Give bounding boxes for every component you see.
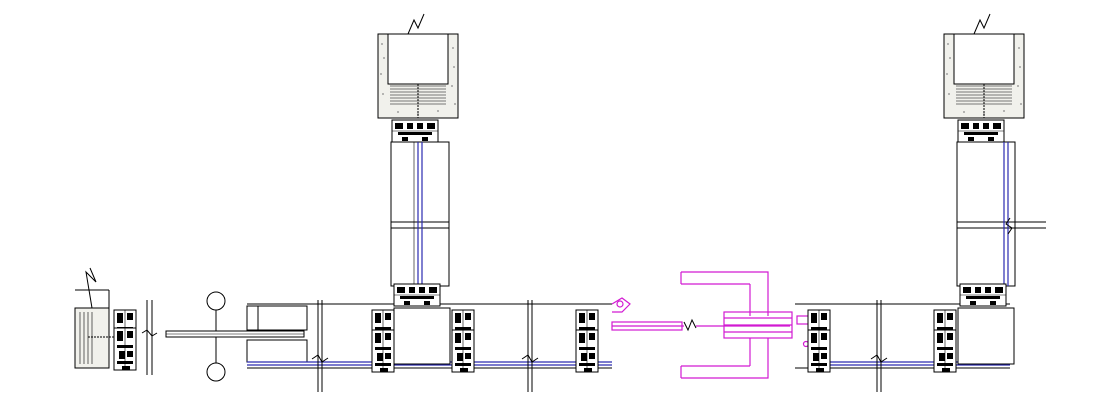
door-handle-hardware	[611, 271, 812, 379]
right-frame-run	[795, 300, 1015, 392]
upper-right-mullion	[943, 13, 1046, 307]
glass-spider-fitting	[165, 291, 305, 382]
left-wall-section	[74, 267, 158, 375]
upper-left-mullion	[377, 13, 459, 307]
main-frame-run	[246, 300, 612, 392]
